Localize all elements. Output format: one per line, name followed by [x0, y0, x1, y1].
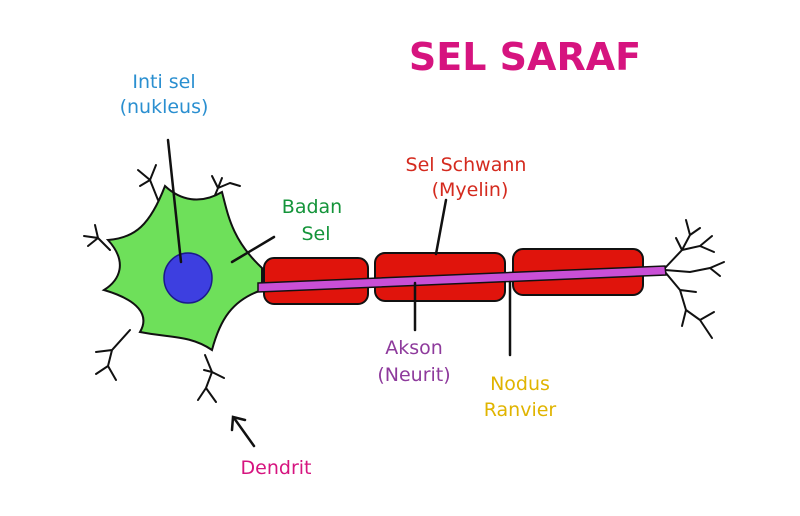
nucleus	[163, 252, 213, 304]
node-label-line2: Ranvier	[484, 399, 557, 421]
cell-body-label-line1: Badan	[282, 196, 342, 218]
schwann-pointer	[434, 198, 448, 256]
dendrite-arrowhead	[230, 415, 247, 432]
dendrites	[83, 164, 725, 403]
dendrite-label: Dendrit	[241, 457, 312, 479]
node-label-line1: Nodus	[490, 373, 550, 395]
axon-label-line1: Akson	[385, 337, 443, 359]
nucleus-label-line1: Inti sel	[132, 71, 195, 93]
axon-label-line2: (Neurit)	[377, 364, 450, 386]
cell-body-label-line2: Sel	[301, 223, 330, 245]
dendrite-pointer	[232, 416, 256, 448]
schwann-label-line1: Sel Schwann	[406, 154, 527, 176]
pointer-lines	[166, 138, 512, 448]
nucleus-pointer	[166, 138, 183, 264]
cell-body-pointer	[230, 235, 276, 264]
diagram-title: SEL SARAF	[409, 35, 641, 79]
nucleus-label-line2: (nukleus)	[120, 96, 209, 118]
axon	[257, 265, 667, 293]
schwann-label-line2: (Myelin)	[432, 179, 509, 201]
